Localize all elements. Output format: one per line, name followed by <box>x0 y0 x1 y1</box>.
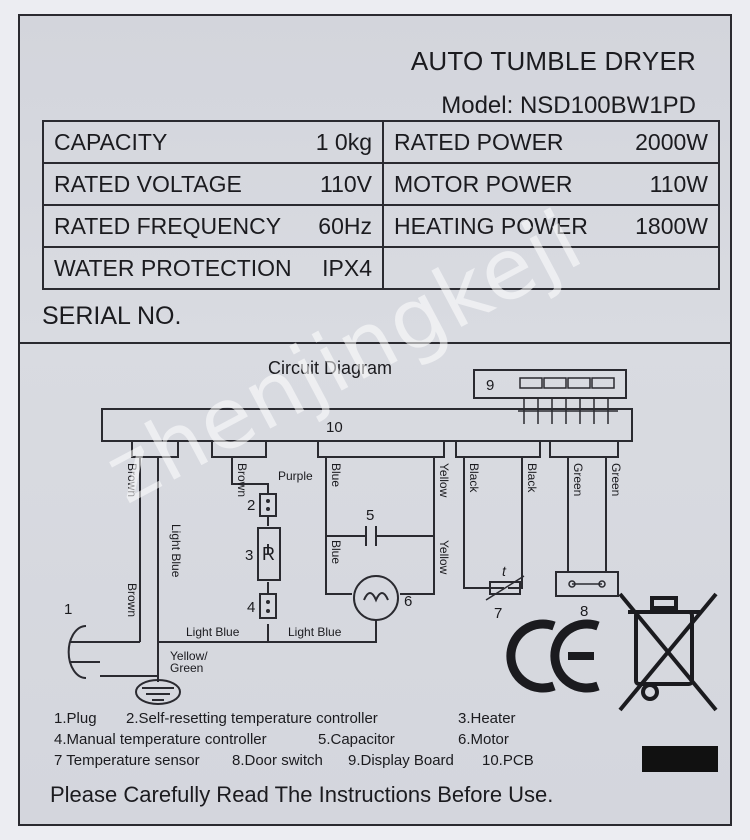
spec-row: WATER PROTECTION IPX4 <box>42 246 720 290</box>
spec-row: RATED FREQUENCY 60Hz HEATING POWER 1800W <box>42 204 720 248</box>
spec-label: HEATING POWER <box>394 212 588 239</box>
spec-cell-water-protection: WATER PROTECTION IPX4 <box>42 246 384 290</box>
wire-label: Black <box>467 463 481 493</box>
spec-label: MOTOR POWER <box>394 170 573 197</box>
heater-symbol: R <box>262 544 275 564</box>
heater-icon <box>257 527 281 581</box>
manual-controller-icon <box>259 593 277 619</box>
legend-row: 4.Manual temperature controller 5.Capaci… <box>54 729 614 750</box>
spec-row: RATED VOLTAGE 110V MOTOR POWER 110W <box>42 162 720 206</box>
footer-instruction: Please Carefully Read The Instructions B… <box>50 782 554 807</box>
wire-label: Brown <box>125 583 139 617</box>
spec-cell-capacity: CAPACITY 1 0kg <box>42 120 384 164</box>
spec-table: CAPACITY 1 0kg RATED POWER 2000W RATED V… <box>42 120 720 290</box>
wire-labels: Brown Brown Light Blue Brown Purple Blue… <box>125 463 623 675</box>
legend-item: 1.Plug <box>54 710 97 727</box>
label-n2: 2 <box>247 497 255 514</box>
wire-label: Yellow <box>437 540 451 575</box>
ground-icon <box>135 679 181 705</box>
spec-label: RATED FREQUENCY <box>54 212 282 239</box>
legend-item: 10.PCB <box>482 752 534 769</box>
diagram-title: Circuit Diagram <box>268 358 392 378</box>
legend-item: 2.Self-resetting temperature controller <box>126 710 378 727</box>
legend-row: 7 Temperature sensor 8.Door switch 9.Dis… <box>54 750 614 771</box>
label-n5: 5 <box>366 507 374 524</box>
label-n7: 7 <box>494 605 502 622</box>
spec-row: CAPACITY 1 0kg RATED POWER 2000W <box>42 120 720 164</box>
spec-cell-empty <box>382 246 720 290</box>
legend-item: 4.Manual temperature controller <box>54 731 267 748</box>
rating-label: AUTO TUMBLE DRYER Model: NSD100BW1PD CAP… <box>18 14 732 826</box>
wire-label: Purple <box>278 469 313 483</box>
black-bar <box>642 746 718 772</box>
motor-icon <box>353 575 399 621</box>
legend-item: 7 Temperature sensor <box>54 752 200 769</box>
sensor-symbol: t <box>502 563 507 579</box>
wire-label: Black <box>525 463 539 493</box>
pcb-connectors <box>131 440 619 458</box>
label-n4: 4 <box>247 599 255 616</box>
spec-value: 60Hz <box>318 212 372 239</box>
divider <box>20 342 730 344</box>
wire-label: Green <box>170 661 203 675</box>
component-legend: 1.Plug 2.Self-resetting temperature cont… <box>54 708 614 771</box>
legend-item: 3.Heater <box>458 710 516 727</box>
spec-value: 110V <box>319 170 372 197</box>
label-n8: 8 <box>580 603 588 620</box>
wire-label: Blue <box>329 540 343 564</box>
label-pcb-number: 10 <box>326 419 343 436</box>
spec-value: IPX4 <box>322 254 372 281</box>
legend-item: 9.Display Board <box>348 752 454 769</box>
legend-item: 8.Door switch <box>232 752 323 769</box>
label-display-number: 9 <box>486 377 494 394</box>
spec-value: 1 0kg <box>315 128 372 155</box>
door-switch-icon <box>555 571 619 597</box>
spec-value: 110W <box>649 170 708 197</box>
spec-cell-rated-voltage: RATED VOLTAGE 110V <box>42 162 384 206</box>
temperature-sensor-icon <box>489 581 521 595</box>
spec-cell-motor-power: MOTOR POWER 110W <box>382 162 720 206</box>
wire-label: Green <box>571 463 585 496</box>
spec-value: 1800W <box>635 212 708 239</box>
wire-label: Blue <box>329 463 343 487</box>
legend-item: 6.Motor <box>458 731 509 748</box>
spec-label: WATER PROTECTION <box>54 254 292 281</box>
plug-icon <box>67 625 87 679</box>
display-connectors <box>518 377 618 424</box>
wire-label: Light Blue <box>186 625 240 639</box>
legend-row: 1.Plug 2.Self-resetting temperature cont… <box>54 708 614 729</box>
wire-label: Light Blue <box>288 625 342 639</box>
circuit-diagram: Circuit Diagram 10 9 <box>64 358 718 712</box>
spec-cell-rated-power: RATED POWER 2000W <box>382 120 720 164</box>
spec-cell-heating-power: HEATING POWER 1800W <box>382 204 720 248</box>
wiring <box>100 457 607 682</box>
spec-label: RATED POWER <box>394 128 564 155</box>
wire-label: Yellow <box>437 463 451 498</box>
spec-label: CAPACITY <box>54 128 168 155</box>
legend-item: 5.Capacitor <box>318 731 395 748</box>
product-title: AUTO TUMBLE DRYER <box>410 46 696 76</box>
wire-label: Yellow/ <box>170 649 208 663</box>
ce-mark <box>506 619 600 693</box>
label-n1: 1 <box>64 601 72 618</box>
spec-cell-rated-frequency: RATED FREQUENCY 60Hz <box>42 204 384 248</box>
label-n3: 3 <box>245 547 253 564</box>
model-number: Model: NSD100BW1PD <box>441 92 696 119</box>
spec-label: RATED VOLTAGE <box>54 170 242 197</box>
serial-label: SERIAL NO. <box>42 302 182 330</box>
spec-value: 2000W <box>635 128 708 155</box>
display-board <box>473 369 627 399</box>
crossed-out-bin-icon <box>618 592 718 712</box>
wire-label: Green <box>609 463 623 496</box>
wire-label: Brown <box>125 463 139 497</box>
label-n6: 6 <box>404 593 412 610</box>
wire-label: Light Blue <box>169 524 183 578</box>
thermo-cutout-icon <box>259 493 277 517</box>
wire-label: Brown <box>235 463 249 497</box>
